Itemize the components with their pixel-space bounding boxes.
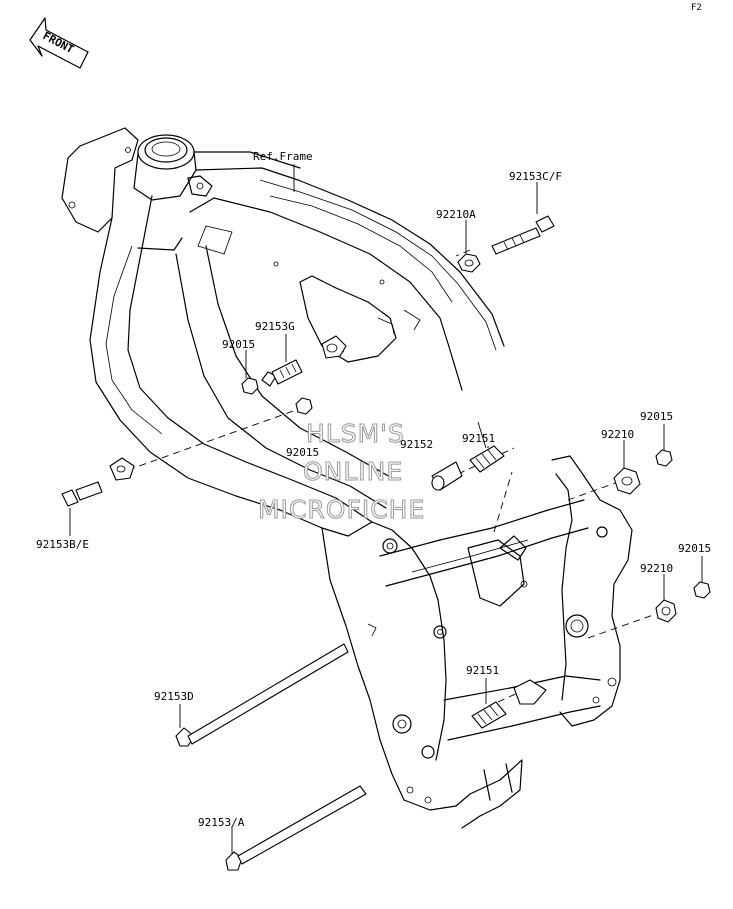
spacer-92151-low	[471, 679, 547, 729]
watermark-line-1: HLSM'S	[306, 419, 405, 448]
label-92210a: 92210A	[436, 208, 476, 221]
label-92153be: 92153B/E	[36, 538, 89, 551]
label-92210-top: 92210	[601, 428, 634, 441]
label-92015-b: 92015	[286, 446, 319, 459]
page-code: F2	[691, 3, 702, 13]
bolt-92153a	[225, 785, 367, 871]
part-labels: Ref.Frame 92153C/F 92210A 92153G 92015 9…	[36, 150, 711, 829]
label-92015-c: 92015	[640, 410, 673, 423]
watermark: HLSM'S ONLINE MICROFICHE	[258, 419, 425, 525]
label-92015-d: 92015	[678, 542, 711, 555]
collar-92152	[431, 461, 463, 491]
bolt-92153d	[175, 643, 349, 747]
nut-92015-a	[241, 377, 259, 395]
label-92151-top: 92151	[462, 432, 495, 445]
nut-92210a	[457, 253, 481, 273]
collar-left	[109, 457, 135, 481]
watermark-line-2: ONLINE	[303, 457, 403, 486]
nut-92210-mid	[655, 599, 677, 623]
nut-92015-d	[693, 581, 711, 599]
nut-92015-c	[655, 449, 673, 467]
label-92015-a: 92015	[222, 338, 255, 351]
bolt-92153be	[61, 481, 103, 507]
steering-head	[133, 134, 213, 201]
nut-92015-b	[295, 397, 313, 415]
leader-lines	[69, 164, 703, 854]
spacer-92151-top	[469, 445, 505, 473]
front-direction-arrow: FRONT	[29, 17, 89, 69]
collar-upper	[321, 335, 347, 359]
label-92153a: 92153/A	[198, 816, 245, 829]
label-92151-low: 92151	[466, 664, 499, 677]
bolt-92153g	[261, 359, 303, 387]
alignment-lines	[127, 249, 657, 703]
watermark-line-3: MICROFICHE	[258, 495, 425, 524]
label-92153d: 92153D	[154, 690, 194, 703]
frame	[61, 127, 633, 829]
label-92210-mid: 92210	[640, 562, 673, 575]
front-label: FRONT	[41, 29, 77, 56]
nut-92210-top	[613, 467, 641, 495]
label-92152: 92152	[400, 438, 433, 451]
label-92153g: 92153G	[255, 320, 295, 333]
label-ref-frame: Ref.Frame	[253, 150, 313, 163]
label-92153cf: 92153C/F	[509, 170, 562, 183]
bolt-92153cf	[491, 215, 555, 255]
